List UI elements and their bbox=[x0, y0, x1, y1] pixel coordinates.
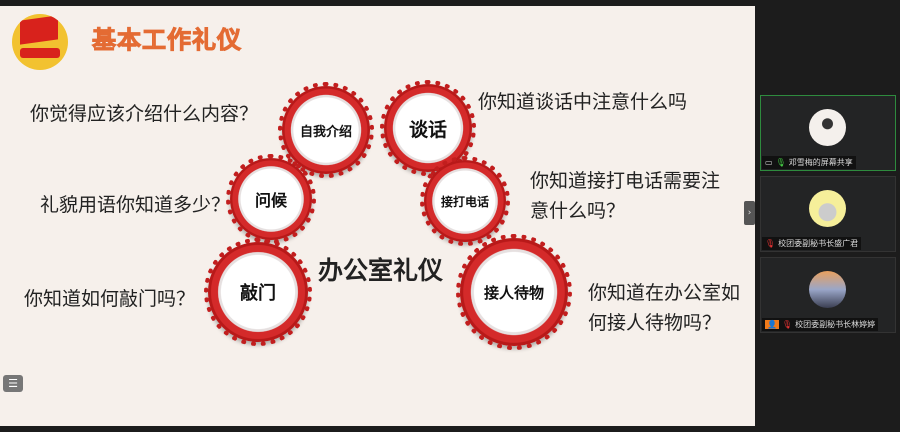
participant-label: ▭🎙邓雪梅的屏幕共享 bbox=[762, 156, 856, 169]
question-reception-2: 何接人待物吗？ bbox=[588, 312, 722, 334]
avatar bbox=[809, 109, 846, 146]
topic-label: 谈话 bbox=[408, 118, 447, 141]
slide-menu-button[interactable]: ☰ bbox=[3, 375, 23, 392]
slide-title: 基本工作礼仪 bbox=[92, 26, 242, 55]
topic-label: 敲门 bbox=[240, 283, 276, 304]
microphone-icon: 🎙 bbox=[775, 158, 786, 167]
topic-label: 接人待物 bbox=[483, 283, 544, 302]
question-reception-1: 你知道在办公室如 bbox=[588, 282, 741, 304]
avatar bbox=[809, 190, 846, 227]
participant-name: 校团委副秘书长林婷婷 bbox=[795, 320, 876, 329]
list-icon: ☰ bbox=[8, 377, 18, 390]
participant-name: 校团委副秘书长盛广君 bbox=[778, 239, 859, 248]
microphone-muted-icon: 🎙 bbox=[765, 239, 776, 248]
participant-name: 邓雪梅的屏幕共享 bbox=[788, 158, 853, 167]
center-topic: 办公室礼仪 bbox=[318, 256, 444, 285]
microphone-muted-icon: 🎙 bbox=[781, 320, 793, 329]
youth-league-logo bbox=[12, 14, 68, 70]
topic-knock: 敲门 bbox=[204, 238, 312, 346]
topic-phone: 接打电话 bbox=[420, 156, 510, 246]
question-phone-2: 意什么吗？ bbox=[530, 200, 626, 222]
chevron-right-icon: › bbox=[747, 208, 752, 218]
collapse-panel-button[interactable]: › bbox=[744, 201, 755, 225]
host-icon: 👤 bbox=[765, 320, 779, 329]
question-knock: 你知道如何敲门吗？ bbox=[24, 288, 196, 310]
screen-share-icon: ▭ bbox=[765, 158, 773, 167]
question-talk: 你知道谈话中注意什么吗 bbox=[478, 91, 688, 113]
question-intro: 你觉得应该介绍什么内容？ bbox=[30, 103, 259, 125]
topic-label: 接打电话 bbox=[440, 194, 489, 209]
participant-tile[interactable]: 🎙校团委副秘书长盛广君 bbox=[760, 176, 896, 252]
question-greeting: 礼貌用语你知道多少？ bbox=[40, 194, 231, 216]
avatar bbox=[809, 271, 846, 308]
participant-tile[interactable]: 👤🎙校团委副秘书长林婷婷 bbox=[760, 257, 896, 333]
topic-greeting: 问候 bbox=[226, 154, 316, 244]
topic-reception: 接人待物 bbox=[456, 234, 572, 350]
participant-tile[interactable]: ▭🎙邓雪梅的屏幕共享 bbox=[760, 95, 896, 171]
topic-label: 问候 bbox=[254, 191, 287, 210]
question-phone-1: 你知道接打电话需要注 bbox=[530, 170, 721, 192]
topic-label: 自我介绍 bbox=[299, 124, 352, 140]
presentation-slide: 基本工作礼仪 你觉得应该介绍什么内容？ 你知道谈话中注意什么吗 礼貌用语你知道多… bbox=[0, 6, 755, 426]
topic-self-intro: 自我介绍 bbox=[278, 82, 374, 178]
participant-label: 🎙校团委副秘书长盛广君 bbox=[762, 237, 862, 250]
participant-label: 👤🎙校团委副秘书长林婷婷 bbox=[762, 318, 879, 331]
